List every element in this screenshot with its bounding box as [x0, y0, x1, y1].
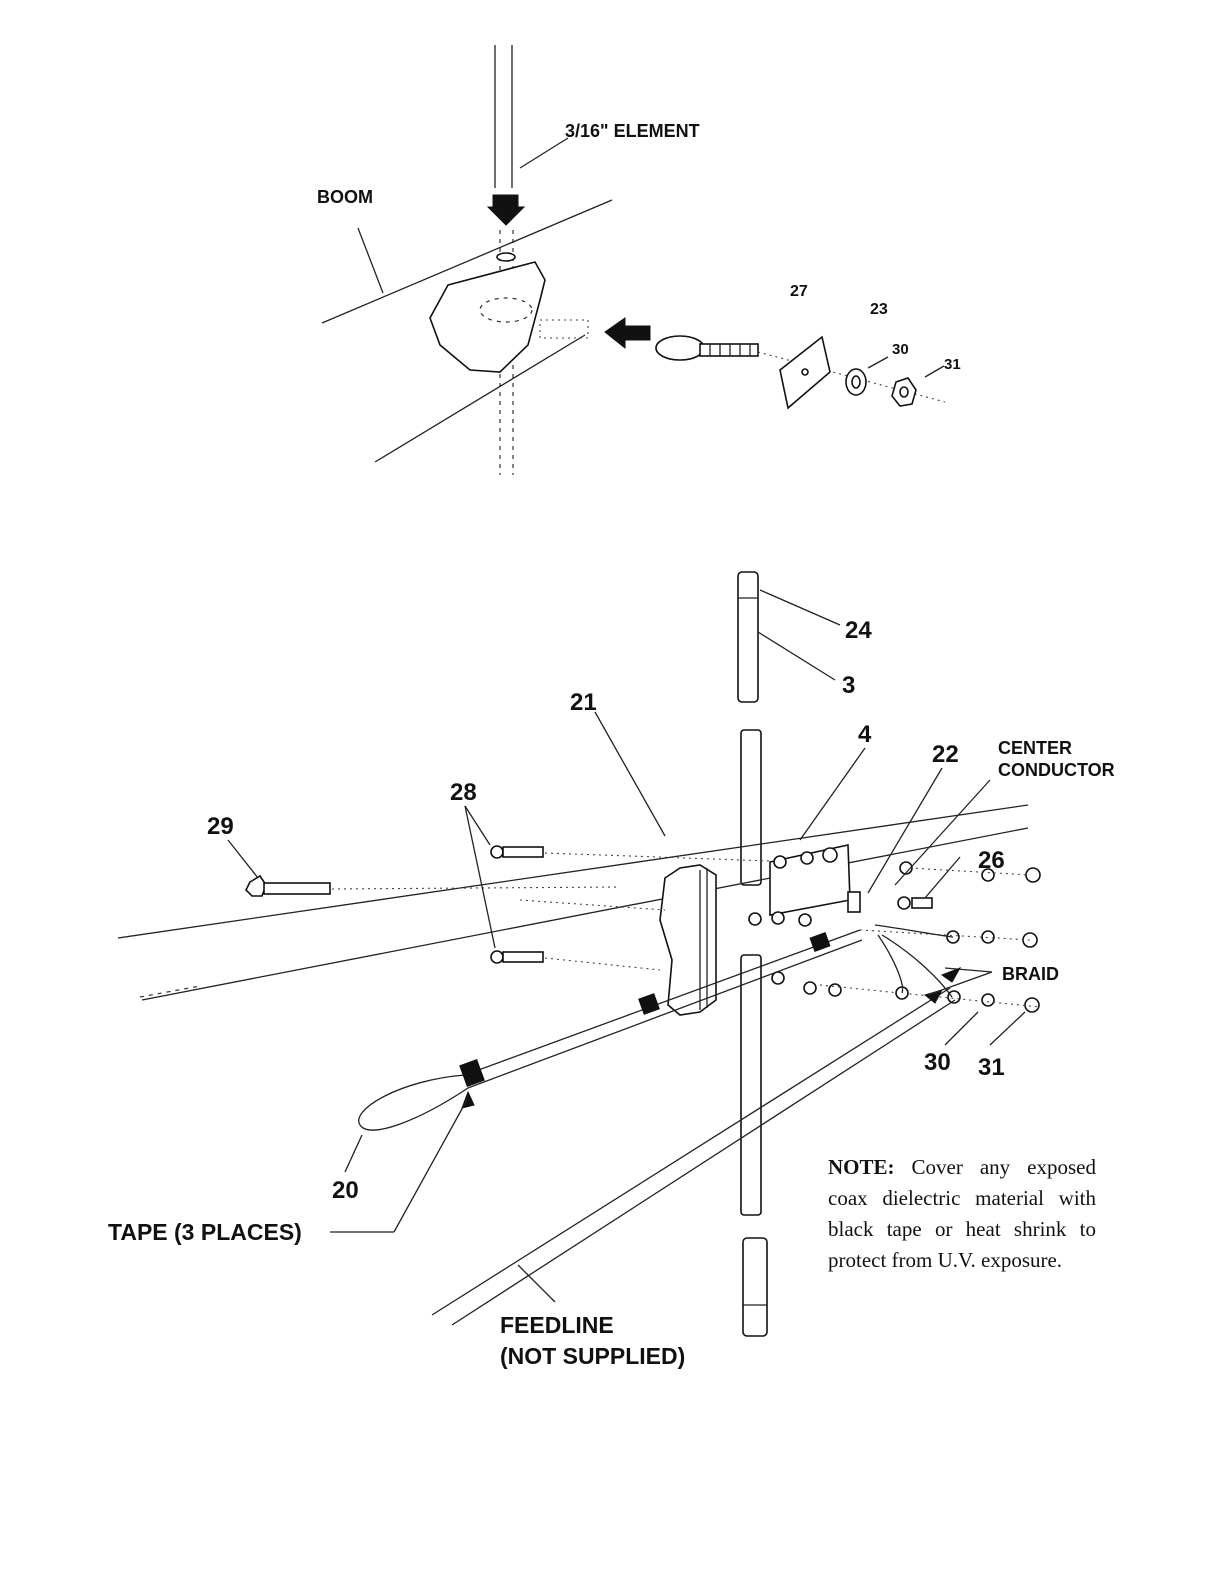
callout-24: 24 [845, 617, 872, 644]
driven-element [738, 572, 767, 1336]
callout-29: 29 [207, 813, 234, 840]
hardware-26 [898, 862, 1040, 909]
screw-lower [491, 951, 660, 970]
callout-30: 30 [924, 1049, 951, 1076]
feedline-label-line2: (NOT SUPPLIED) [500, 1343, 685, 1369]
callout-31: 31 [978, 1054, 1005, 1081]
uv-exposure-note: NOTE: Cover any exposed coax dielectric … [828, 1152, 1096, 1276]
callout-4: 4 [858, 721, 872, 748]
braid-arrow-icon [942, 968, 960, 982]
tape-band [639, 994, 660, 1015]
callout-21: 21 [570, 689, 597, 716]
tape-band [460, 1060, 484, 1087]
feedline-label-line1: FEEDLINE [500, 1312, 614, 1338]
braid-label: BRAID [1002, 964, 1059, 984]
callout-22: 22 [932, 741, 959, 768]
boom-label: BOOM [317, 187, 373, 207]
tape-label: TAPE (3 PLACES) [108, 1219, 302, 1245]
insert-arrow-left-icon [605, 318, 650, 348]
boom-bolt [246, 876, 620, 896]
callout-23: 23 [870, 301, 888, 318]
center-conductor-label-line2: CONDUCTOR [998, 760, 1115, 780]
center-conductor-label-line1: CENTER [998, 738, 1072, 758]
callout-26: 26 [978, 847, 1005, 874]
eye-bolt [656, 336, 704, 360]
top-element-detail: 3/16" ELEMENT BOOM 27 23 30 31 [317, 45, 961, 475]
callout-27: 27 [790, 283, 808, 300]
callout-31: 31 [944, 356, 961, 373]
callout-3: 3 [842, 672, 855, 699]
coax-cable [359, 930, 862, 1130]
element-label: 3/16" ELEMENT [565, 121, 700, 141]
solder-lug [848, 892, 860, 912]
callout-30: 30 [892, 341, 909, 358]
tape-band [810, 933, 830, 952]
element-bracket [430, 262, 545, 372]
insert-arrow-down-icon [488, 195, 524, 225]
callout-28: 28 [450, 779, 477, 806]
note-heading: NOTE: [828, 1155, 895, 1179]
callout-20: 20 [332, 1177, 359, 1204]
